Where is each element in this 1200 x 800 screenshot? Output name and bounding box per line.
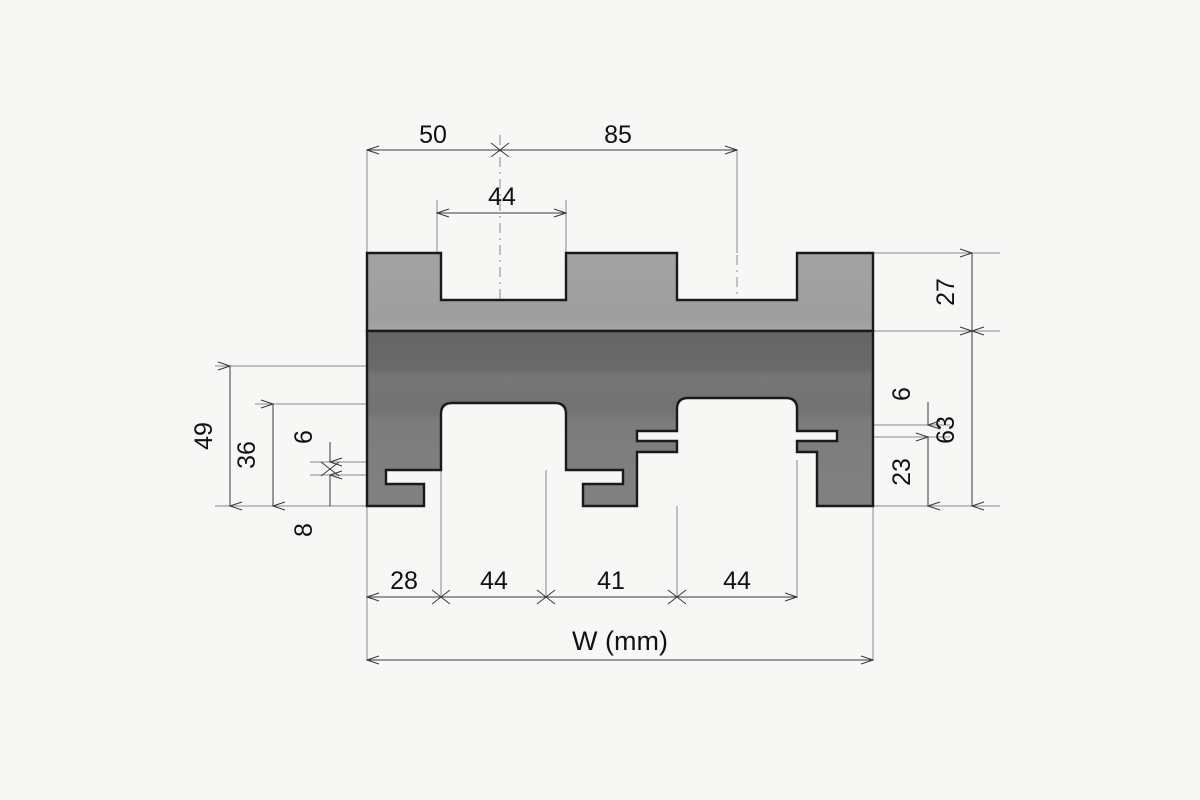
dim-label-right-27: 27 — [932, 278, 960, 306]
dim-label-top-50: 50 — [419, 121, 447, 149]
dim-label-bot-28: 28 — [390, 567, 418, 595]
right-dimension-group: 27 63 6 23 — [888, 253, 972, 506]
tick-bot-2b — [536, 589, 556, 605]
tick-top-mid-b — [490, 142, 510, 158]
tick-bot-1b — [431, 589, 451, 605]
dim-label-right-23: 23 — [888, 458, 916, 486]
dim-label-left-36: 36 — [233, 441, 261, 469]
dim-label-left-49: 49 — [190, 422, 218, 450]
top-dimension-group: 50 85 44 — [367, 121, 737, 213]
profile-lower-body — [365, 329, 875, 508]
profile-geometry — [365, 251, 875, 508]
dim-label-top-44: 44 — [488, 183, 516, 211]
dim-label-bot-44a: 44 — [480, 567, 508, 595]
tick-left-6b — [320, 461, 340, 477]
dim-label-bot-44b: 44 — [723, 567, 751, 595]
dim-label-overall-width: W (mm) — [572, 626, 668, 656]
dim-label-left-8: 8 — [290, 523, 318, 537]
dim-label-bot-41: 41 — [597, 567, 625, 595]
dim-label-right-63: 63 — [932, 416, 960, 444]
dim-label-right-6: 6 — [888, 387, 916, 401]
dim-label-left-6: 6 — [290, 430, 318, 444]
bottom-dimension-group: 28 44 41 44 W (mm) — [367, 567, 873, 660]
dim-label-top-85: 85 — [604, 121, 632, 149]
tick-bot-3b — [667, 589, 687, 605]
left-dimension-group: 49 36 6 8 — [190, 366, 339, 537]
